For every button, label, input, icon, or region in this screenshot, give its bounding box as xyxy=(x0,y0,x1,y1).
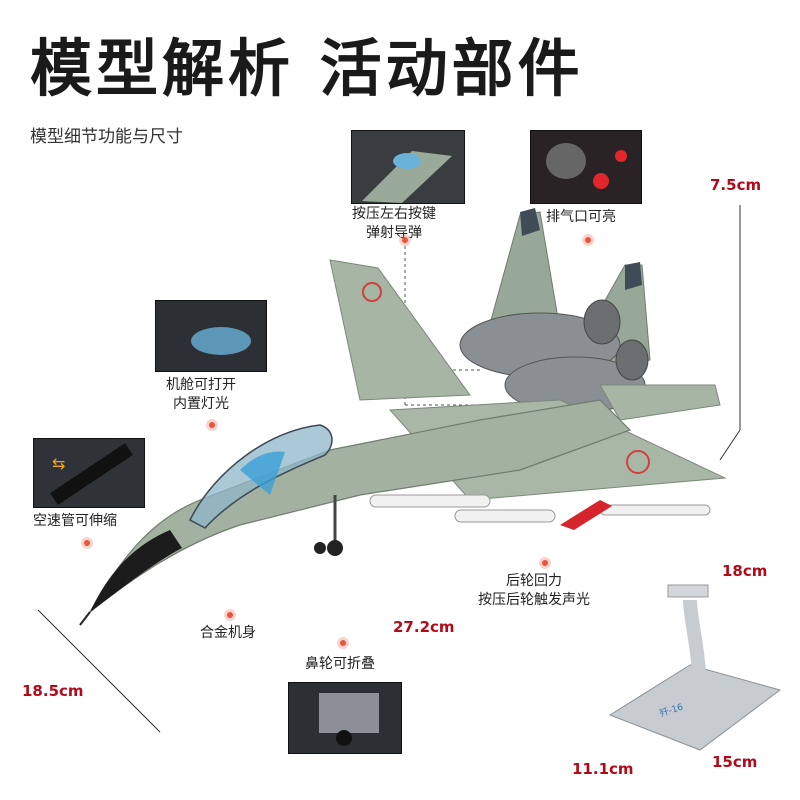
callout-cockpit-label: 机舱可打开 内置灯光 xyxy=(166,377,236,412)
dimension-stand-height: 18cm xyxy=(722,562,768,580)
callout-exhaust-dot xyxy=(585,237,591,243)
callout-nose-gear-label: 鼻轮可折叠 xyxy=(305,656,375,672)
thumbnail-nose-gear xyxy=(288,682,402,754)
dimension-lines xyxy=(37,205,741,733)
callout-rear-gear-label: 后轮回力 按压后轮触发声光 xyxy=(478,573,590,608)
page-title: 模型解析 活动部件 xyxy=(30,32,584,105)
callout-missile-label: 按压左右按键 弹射导弹 xyxy=(352,206,436,241)
svg-text:⇆: ⇆ xyxy=(52,454,65,473)
callout-nose-gear-dot xyxy=(340,640,346,646)
callout-rear-gear-dot xyxy=(542,560,548,566)
callout-exhaust-label: 排气口可亮 xyxy=(546,209,616,225)
dimension-length: 27.2cm xyxy=(393,618,455,636)
dimension-stand-depth: 15cm xyxy=(712,753,758,771)
dimension-wingspan: 18.5cm xyxy=(22,682,84,700)
callout-missile-dot xyxy=(402,237,408,243)
dimension-height: 7.5cm xyxy=(710,176,762,194)
thumbnail-exhaust xyxy=(530,130,642,204)
thumbnail-missile xyxy=(351,130,465,204)
dimension-stand-width: 11.1cm xyxy=(572,760,634,778)
callout-body-dot xyxy=(227,612,233,618)
display-stand xyxy=(608,584,782,751)
callout-pitot-dot xyxy=(84,540,90,546)
page-subtitle: 模型细节功能与尺寸 xyxy=(30,127,183,147)
callout-body-label: 合金机身 xyxy=(200,625,256,641)
thumbnail-cockpit xyxy=(155,300,267,372)
callout-pitot-label: 空速管可伸缩 xyxy=(33,513,117,529)
callout-cockpit-dot xyxy=(209,422,215,428)
thumbnail-pitot: ⇆ xyxy=(33,438,145,508)
